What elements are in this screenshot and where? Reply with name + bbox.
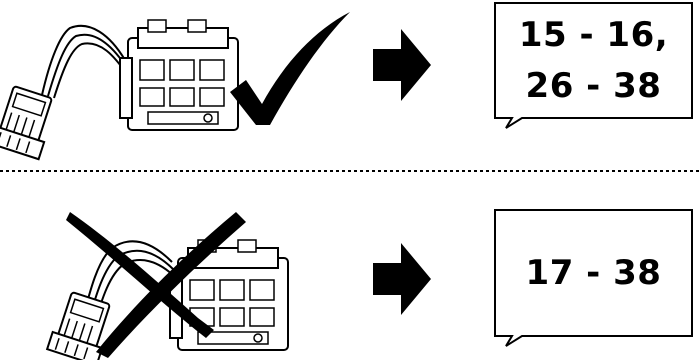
pages-callout-connected: 15 - 16, 26 - 38	[497, 5, 690, 116]
arrow-icon	[373, 243, 431, 315]
connector-illustration-connected	[0, 19, 239, 161]
cross-icon	[66, 212, 246, 358]
check-icon	[230, 12, 350, 125]
page-range-text: 26 - 38	[525, 65, 662, 106]
page-range-text: 17 - 38	[525, 252, 662, 293]
pages-callout-disconnected: 17 - 38	[497, 212, 690, 334]
pages-callout-frame	[494, 209, 693, 347]
page-range-text: 15 - 16,	[518, 14, 669, 55]
arrow-icon	[373, 29, 431, 101]
pages-callout-frame	[494, 2, 693, 129]
